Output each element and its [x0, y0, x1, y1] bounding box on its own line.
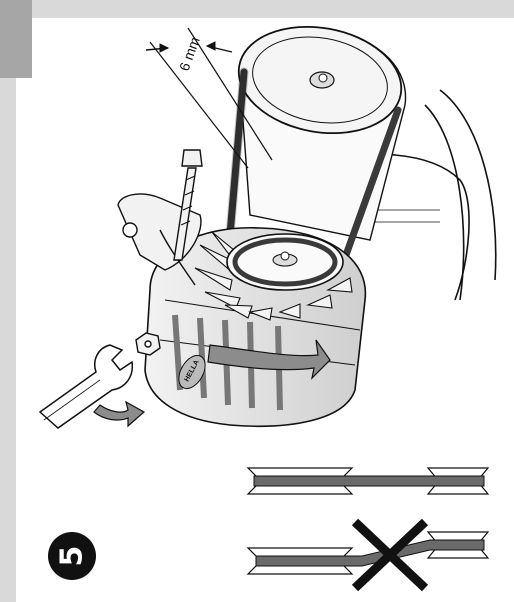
- adjuster-nut: [135, 332, 161, 356]
- step-number-badge: 5: [48, 532, 96, 580]
- frame-notch-edge: [0, 78, 16, 86]
- belt-deflection-gauge: [145, 27, 273, 169]
- wrong-cross-icon: [351, 518, 429, 592]
- alternator: HELLA: [144, 226, 367, 428]
- v-belt: [223, 67, 402, 263]
- aligned-pulleys-diagram: [246, 467, 490, 495]
- misaligned-pulleys-diagram: [246, 518, 490, 592]
- deflection-label: 6 mm: [176, 35, 203, 73]
- turn-direction-arrow: [93, 400, 146, 428]
- rotation-arrow: [207, 339, 331, 380]
- frame-top-band: [0, 0, 514, 18]
- frame-left-band: [0, 0, 16, 602]
- frame-notch: [0, 0, 32, 78]
- step-number: 5: [54, 545, 89, 567]
- adjuster-bolt: [173, 149, 203, 261]
- open-end-wrench: [38, 344, 134, 429]
- upper-pulley: [237, 25, 407, 241]
